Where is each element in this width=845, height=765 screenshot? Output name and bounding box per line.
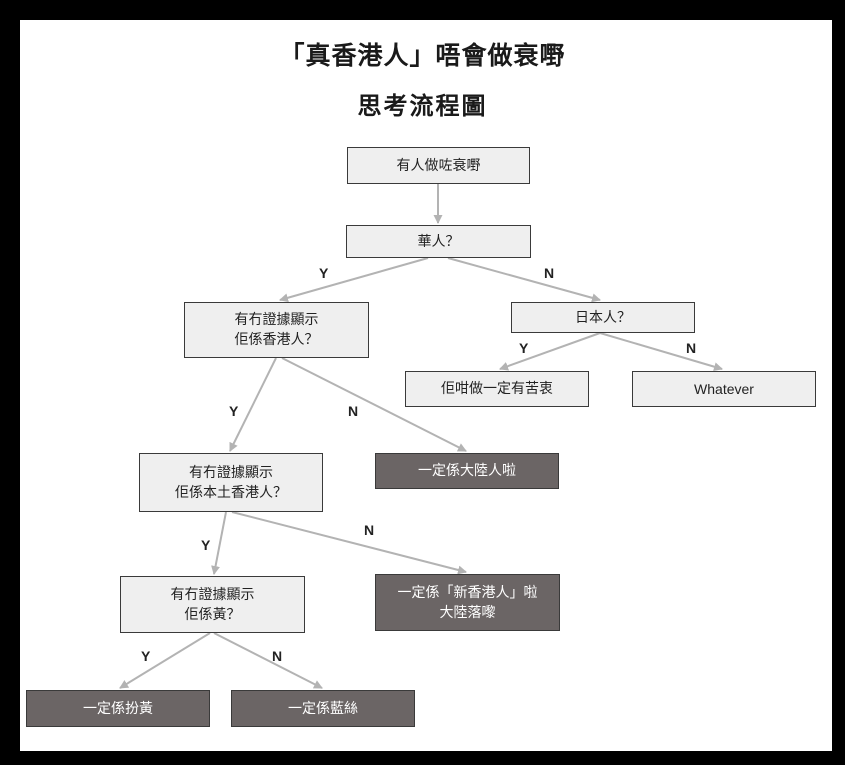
edge-label-local-no: N (364, 522, 375, 538)
edge-label-yellow-no: N (272, 648, 283, 664)
node-blue-ribbon: 一定係藍絲 (231, 690, 415, 727)
node-fake-yellow: 一定係扮黃 (26, 690, 210, 727)
node-mainland: 一定係大陸人啦 (375, 453, 559, 489)
arrow-hk-no (281, 357, 467, 452)
edge-label-chinese-yes: Y (319, 265, 329, 281)
arrow-japanese-no (599, 332, 723, 372)
edge-label-yellow-yes: Y (141, 648, 151, 664)
arrow-local-no (231, 511, 467, 575)
chart-title: 「真香港人」唔會做衰嘢 (279, 41, 566, 70)
node-new-hk: 一定係「新香港人」啦 大陸落嚟 (375, 574, 560, 631)
arrow-yellow-yes (119, 632, 211, 689)
arrow-chinese-yes (279, 257, 429, 303)
edge-label-hk-no: N (348, 403, 359, 419)
edge-label-chinese-no: N (544, 265, 555, 281)
edge-label-hk-yes: Y (229, 403, 239, 419)
arrow-hk-yes (229, 357, 277, 452)
arrow-chinese-no (447, 257, 601, 303)
node-question-yellow-evidence: 有冇證據顯示 佢係黃？ (120, 576, 305, 633)
node-japanese-no: Whatever (632, 371, 816, 407)
node-question-japanese: 日本人？ (511, 302, 695, 333)
node-question-hk-evidence: 有冇證據顯示 佢係香港人？ (184, 302, 369, 358)
chart-subtitle: 思考流程圖 (357, 92, 488, 120)
edge-label-japanese-yes: Y (519, 340, 529, 356)
edge-label-japanese-no: N (686, 340, 697, 356)
node-start: 有人做咗衰嘢 (347, 147, 530, 184)
node-question-chinese: 華人？ (346, 225, 531, 258)
node-japanese-yes: 佢咁做一定有苦衷 (405, 371, 589, 407)
arrow-yellow-no (213, 632, 323, 689)
node-question-local-evidence: 有冇證據顯示 佢係本土香港人？ (139, 453, 323, 512)
edge-label-local-yes: Y (201, 537, 211, 553)
arrow-local-yes (211, 511, 227, 575)
arrow-japanese-yes (499, 332, 601, 371)
